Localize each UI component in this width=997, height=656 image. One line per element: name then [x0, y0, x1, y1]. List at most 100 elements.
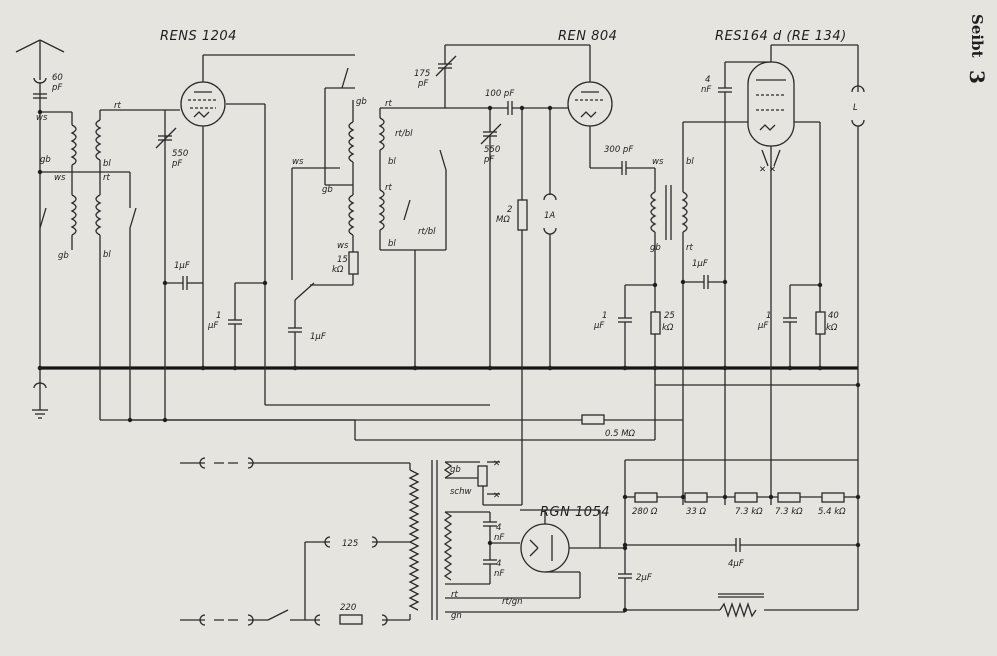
- cap-4nf-unit: nF: [701, 85, 711, 95]
- tube-label-rgn-1054: RGN 1054: [540, 505, 610, 520]
- cap-1uf-f-value: 1: [766, 311, 771, 321]
- tube-label-rens-1204: RENS 1204: [160, 29, 237, 44]
- reaction-coil-2: [348, 194, 355, 236]
- cap-550pf-b-value: 550: [484, 145, 500, 155]
- resistor-280: [634, 492, 658, 503]
- tap-220-label: 220: [340, 603, 356, 613]
- heater-x-2: ✕: [493, 491, 500, 501]
- wire-ws-2: ws: [54, 173, 66, 183]
- ht-secondary-winding: [443, 511, 453, 581]
- mains-plug-1: [199, 457, 206, 469]
- mains-plug-2: [199, 614, 206, 626]
- cap-60pf-unit: pF: [51, 83, 62, 93]
- res-25k-unit: kΩ: [662, 323, 674, 333]
- res-73a-label: 7.3 kΩ: [735, 507, 763, 517]
- res-05m-label: 0.5 MΩ: [605, 429, 636, 439]
- cap-175pf-unit: pF: [417, 79, 428, 89]
- cap-4nf-b-unit: nF: [494, 569, 504, 579]
- filament-x-mark: ✕ ✕: [759, 165, 776, 175]
- wire-bl-1: bl: [103, 159, 111, 169]
- wire-rt-1: rt: [114, 101, 121, 111]
- mains-fuse-resistor: [339, 614, 363, 625]
- cap-2uf: 2µF: [636, 573, 652, 583]
- wire-rt-6: rt: [451, 590, 458, 600]
- resistor-25k: [650, 311, 661, 335]
- cap-300pf: 300 pF: [604, 145, 633, 155]
- wire-schw: schw: [450, 487, 471, 497]
- cap-1uf-d-value: 1: [602, 311, 607, 321]
- wire-gb-2: gb: [58, 251, 69, 261]
- resistor-15k: [348, 251, 359, 275]
- grid-coil-1: [95, 119, 102, 161]
- antenna-coil-2: [70, 194, 77, 236]
- wire-rt-5: rt: [686, 243, 693, 253]
- hum-potentiometer: [477, 465, 488, 487]
- cap-4nf-value: 4: [705, 75, 710, 85]
- tube-label-ren-804: REN 804: [558, 29, 617, 44]
- wire-rt-2: rt: [103, 173, 110, 183]
- detector-coil-1: [378, 117, 385, 151]
- detector-coil-2: [378, 189, 385, 231]
- cap-550pf-b-unit: pF: [483, 155, 494, 165]
- res-280-label: 280 Ω: [632, 507, 658, 517]
- res-40k-unit: kΩ: [826, 323, 838, 333]
- cap-1uf-a: 1µF: [174, 261, 190, 271]
- wave-switch-4: [294, 282, 315, 301]
- cap-1uf-c: 1µF: [310, 332, 326, 342]
- wave-switch-5: [403, 199, 411, 221]
- grid-coil-2: [95, 194, 102, 236]
- tube-label-res164d: RES164 d (RE 134): [715, 29, 847, 44]
- res-2m-unit: MΩ: [496, 215, 510, 225]
- wire-bl-4: bl: [388, 239, 396, 249]
- wire-gn: gn: [451, 611, 462, 621]
- wire-bl-3: bl: [388, 157, 396, 167]
- wire-ws-1: ws: [36, 113, 48, 123]
- tube-ren-804: [567, 81, 613, 127]
- cap-175pf-value: 175: [414, 69, 430, 79]
- publisher-label: Seibt: [968, 14, 986, 58]
- wire-rtbl-2: rt/bl: [418, 227, 436, 237]
- res-54-label: 5.4 kΩ: [818, 507, 846, 517]
- wave-switch-1: [39, 207, 47, 229]
- resistor-40k: [815, 311, 826, 335]
- cap-4nf-a-value: 4: [496, 523, 501, 533]
- wire-bl-5: bl: [686, 157, 694, 167]
- power-switch: [267, 609, 289, 621]
- res-33-label: 33 Ω: [686, 507, 707, 517]
- tap-220-connector: [314, 614, 321, 626]
- reaction-coil-1: [348, 121, 355, 163]
- heater-x-1: ✕: [493, 459, 500, 469]
- fuse-1a: [543, 193, 557, 201]
- res-15k-unit: kΩ: [332, 265, 344, 275]
- tube-rgn-1054: [520, 523, 570, 573]
- cap-4nf-a-unit: nF: [494, 533, 504, 543]
- wire-bl-2: bl: [103, 250, 111, 260]
- cap-60pf-value: 60: [52, 73, 63, 83]
- wire-gb-5: gb: [650, 243, 661, 253]
- resistor-5-4k: [821, 492, 845, 503]
- cap-4nf-b-value: 4: [496, 559, 501, 569]
- res-73b-label: 7.3 kΩ: [775, 507, 803, 517]
- power-transformer-primary: [408, 469, 420, 611]
- wave-switch-6: [439, 149, 447, 171]
- speaker-l-label: L: [853, 103, 858, 113]
- wave-switch-2: [129, 207, 137, 229]
- heater-winding: [443, 461, 453, 479]
- res-25k-value: 25: [664, 311, 675, 321]
- resistor-7-3k-b: [777, 492, 801, 503]
- wire-ws-3: ws: [292, 157, 304, 167]
- res-2m-value: 2: [507, 205, 512, 215]
- resistor-33: [684, 492, 708, 503]
- wire-gb-1: gb: [40, 155, 51, 165]
- filter-choke: [719, 601, 757, 619]
- wire-rtgn: rt/gn: [502, 597, 522, 607]
- speaker-l: [851, 85, 865, 93]
- cap-1uf-b-value: 1: [216, 311, 221, 321]
- resistor-7-3k-a: [734, 492, 758, 503]
- cap-1uf-b-unit: µF: [207, 321, 218, 331]
- wave-switch-3: [341, 67, 349, 89]
- res-40k-value: 40: [828, 311, 839, 321]
- wire-ws-5: ws: [652, 157, 664, 167]
- wire-rtbl-1: rt/bl: [395, 129, 413, 139]
